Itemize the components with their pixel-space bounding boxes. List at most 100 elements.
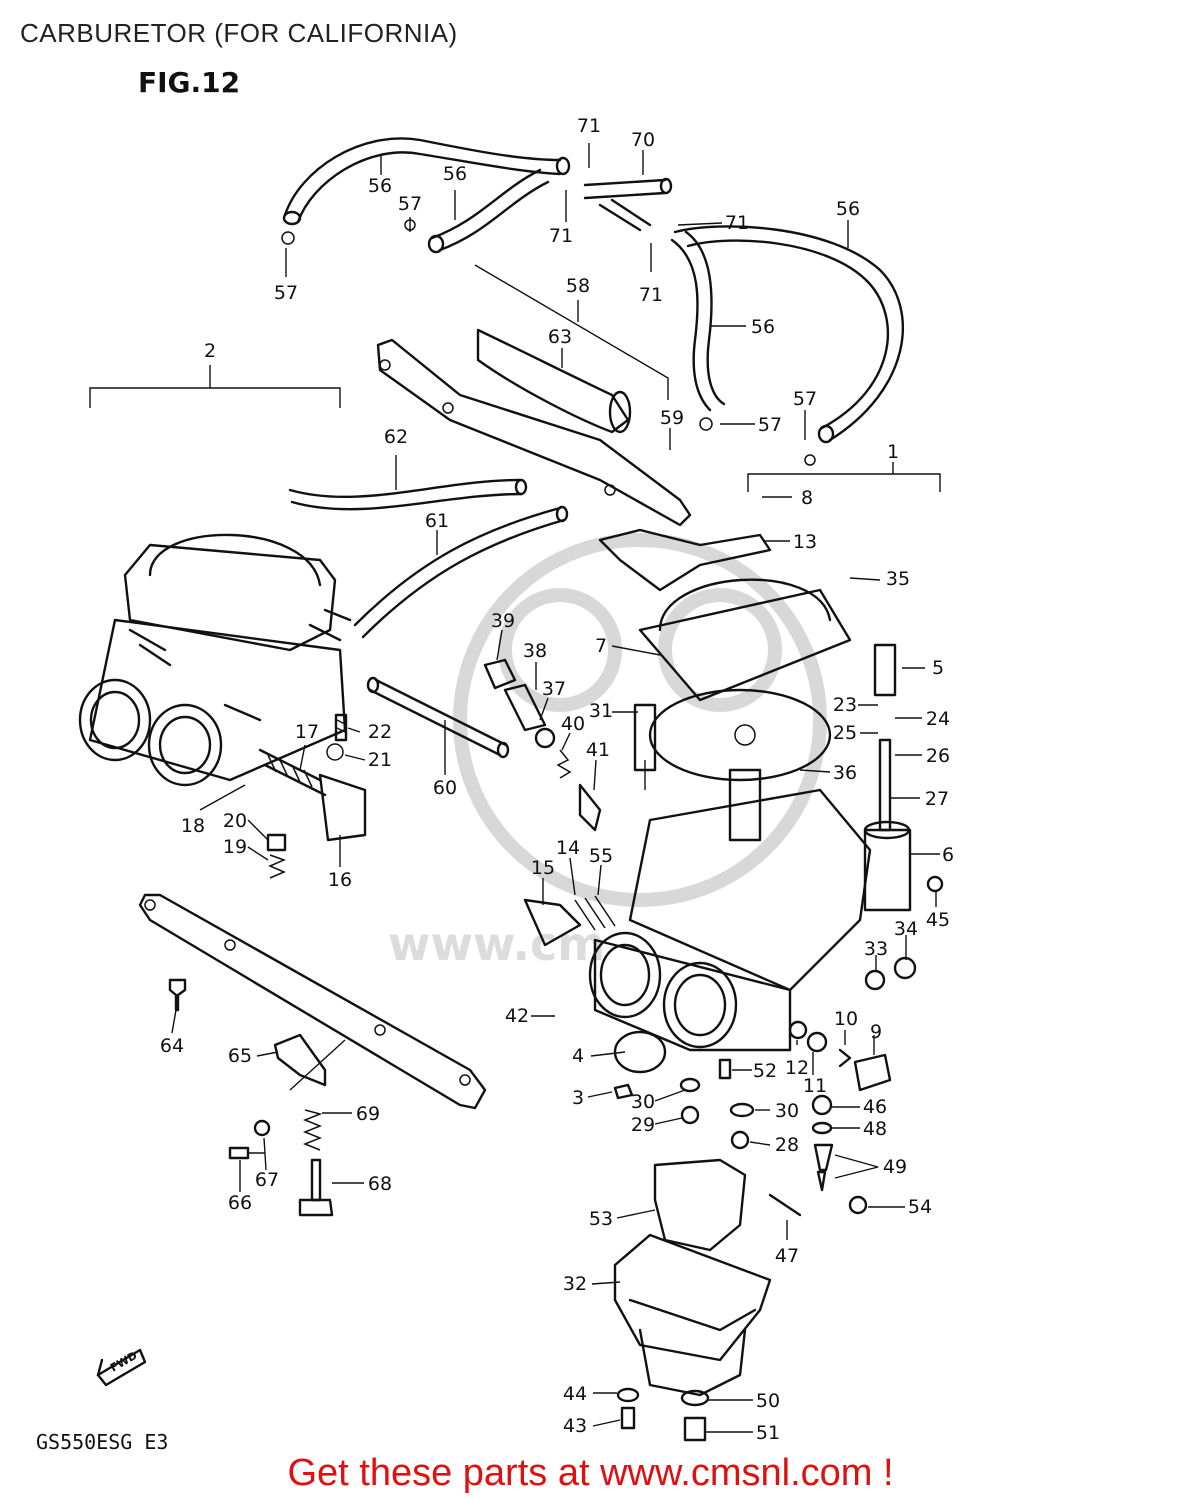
callout-56c: 56 — [836, 198, 860, 220]
callout-26: 26 — [926, 745, 950, 767]
callout-57b: 57 — [274, 282, 298, 304]
callout-10: 10 — [834, 1008, 858, 1030]
callout-18: 18 — [181, 815, 205, 837]
callout-33: 33 — [864, 938, 888, 960]
callout-49: 49 — [883, 1156, 907, 1178]
callout-29: 29 — [631, 1114, 655, 1136]
callout-17: 17 — [295, 721, 319, 743]
callout-14: 14 — [556, 837, 580, 859]
callout-71b: 71 — [549, 225, 573, 247]
callout-56d: 56 — [751, 316, 775, 338]
callout-4: 4 — [572, 1045, 584, 1067]
callout-39: 39 — [491, 610, 515, 632]
callout-52: 52 — [753, 1060, 777, 1082]
callout-69: 69 — [356, 1103, 380, 1125]
callout-55: 55 — [589, 845, 613, 867]
callout-54: 54 — [908, 1196, 932, 1218]
callout-71a: 71 — [577, 115, 601, 137]
callout-36: 36 — [833, 762, 857, 784]
callout-12: 12 — [785, 1057, 809, 1079]
callout-8: 8 — [801, 487, 813, 509]
callout-56b: 56 — [443, 163, 467, 185]
fwd-label: FWD — [108, 1349, 139, 1375]
promo-link[interactable]: Get these parts at www.cmsnl.com ! — [287, 1452, 894, 1494]
callout-34: 34 — [894, 918, 918, 940]
callout-66: 66 — [228, 1192, 252, 1214]
callout-6: 6 — [942, 844, 954, 866]
callout-25: 25 — [833, 722, 857, 744]
watermark-text: www.cm — [388, 917, 605, 971]
callout-46: 46 — [863, 1096, 887, 1118]
figure-label: FIG.12 — [138, 66, 241, 99]
connecting-tube — [366, 676, 510, 759]
callout-24: 24 — [926, 708, 950, 730]
carburetor-bracket — [376, 328, 692, 527]
linkage-plate — [138, 893, 487, 1217]
callout-42: 42 — [505, 1005, 529, 1027]
callout-19: 19 — [223, 836, 247, 858]
callout-43: 43 — [563, 1415, 587, 1437]
callout-30: 30 — [631, 1091, 655, 1113]
callout-64: 64 — [160, 1035, 184, 1057]
callout-16: 16 — [328, 869, 352, 891]
callout-13: 13 — [793, 531, 817, 553]
breather-hoses — [288, 478, 569, 639]
callout-47: 47 — [775, 1245, 799, 1267]
model-code: GS550ESG E3 — [36, 1430, 169, 1454]
group-brackets — [89, 264, 941, 492]
callout-56a: 56 — [368, 175, 392, 197]
callout-53: 53 — [589, 1208, 613, 1230]
callout-7: 7 — [595, 635, 607, 657]
callout-23: 23 — [833, 694, 857, 716]
callout-67: 67 — [255, 1169, 279, 1191]
callout-65: 65 — [228, 1045, 252, 1067]
callout-41: 41 — [586, 739, 610, 761]
callout-51: 51 — [756, 1422, 780, 1444]
callout-27: 27 — [925, 788, 949, 810]
callout-35: 35 — [886, 568, 910, 590]
callout-21: 21 — [368, 749, 392, 771]
callout-71c: 71 — [725, 212, 749, 234]
callout-45: 45 — [926, 909, 950, 931]
carburetor-set-left — [78, 533, 367, 842]
callout-57a: 57 — [398, 193, 422, 215]
page-title: CARBURETOR (FOR CALIFORNIA) — [20, 18, 458, 48]
leader-lines — [171, 143, 940, 1433]
callout-59: 59 — [660, 407, 684, 429]
callout-2: 2 — [204, 340, 216, 362]
callout-50: 50 — [756, 1390, 780, 1412]
callout-28: 28 — [775, 1134, 799, 1156]
callout-37: 37 — [542, 678, 566, 700]
callout-70: 70 — [631, 129, 655, 151]
callout-30b: 30 — [775, 1100, 799, 1122]
callout-38: 38 — [523, 640, 547, 662]
callout-68: 68 — [368, 1173, 392, 1195]
carburetor-right — [523, 528, 944, 1052]
callout-57d: 57 — [793, 388, 817, 410]
watermark: www.cm — [388, 533, 827, 971]
callout-1: 1 — [887, 441, 899, 463]
callout-5: 5 — [932, 657, 944, 679]
callout-48: 48 — [863, 1118, 887, 1140]
callout-11: 11 — [803, 1075, 827, 1097]
callout-63: 63 — [548, 326, 572, 348]
callout-20: 20 — [223, 810, 247, 832]
callout-62: 62 — [384, 426, 408, 448]
small-parts-right — [613, 1020, 892, 1217]
callout-40: 40 — [561, 713, 585, 735]
callout-60: 60 — [433, 777, 457, 799]
callout-labels: 1 2 3 4 5 6 7 8 9 10 11 12 13 14 15 16 1… — [160, 115, 954, 1444]
fwd-arrow-icon: FWD — [96, 1348, 147, 1387]
callout-3: 3 — [572, 1087, 584, 1109]
callout-71d: 71 — [639, 284, 663, 306]
callout-44: 44 — [563, 1383, 587, 1405]
callout-9: 9 — [870, 1021, 882, 1043]
small-fittings-left — [266, 713, 348, 879]
callout-22: 22 — [368, 721, 392, 743]
choke-plunger-parts — [483, 658, 657, 832]
callout-15: 15 — [531, 857, 555, 879]
callout-32: 32 — [563, 1273, 587, 1295]
callout-57c: 57 — [758, 414, 782, 436]
callout-58: 58 — [566, 275, 590, 297]
